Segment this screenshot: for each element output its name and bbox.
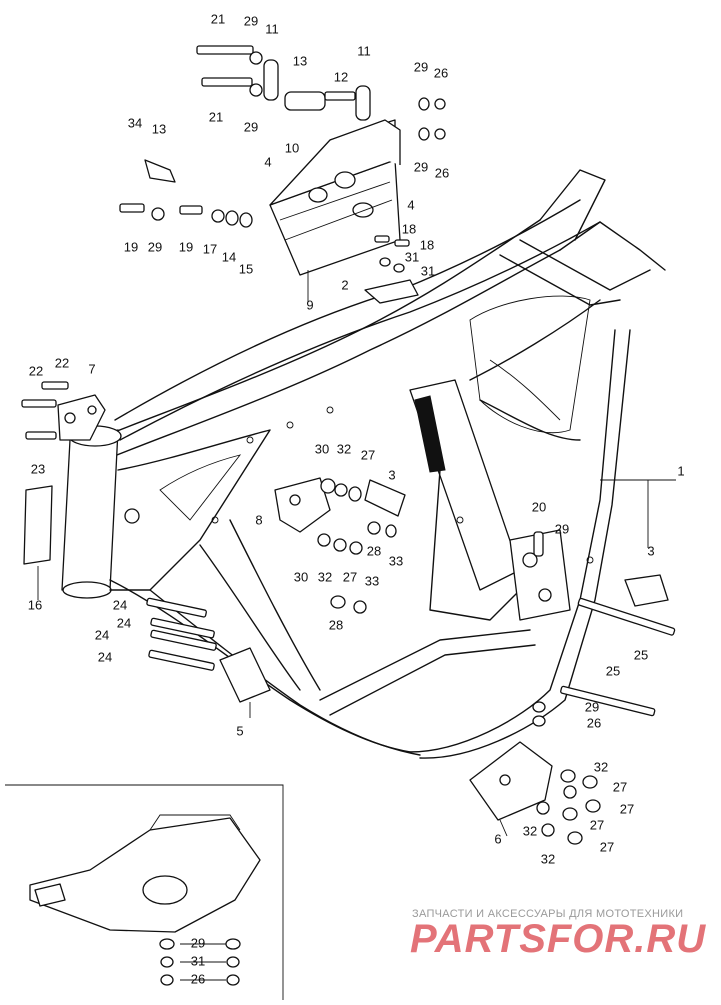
callout-27: 27	[590, 817, 604, 832]
callout-32: 32	[541, 851, 555, 866]
callout-32: 32	[523, 823, 537, 838]
callout-32: 32	[594, 759, 608, 774]
callout-27: 27	[620, 801, 634, 816]
callout-5: 5	[236, 723, 243, 738]
callout-11: 11	[265, 21, 279, 36]
callout-13: 13	[152, 121, 166, 136]
callout-29: 29	[555, 521, 569, 536]
callout-21: 21	[211, 11, 225, 26]
callout-2: 2	[341, 277, 348, 292]
callout-24: 24	[117, 615, 131, 630]
inset-detail	[5, 784, 284, 1000]
callout-19: 19	[124, 239, 138, 254]
callout-3: 3	[388, 467, 395, 482]
callout-26: 26	[434, 65, 448, 80]
callout-18: 18	[402, 221, 416, 236]
callout-29: 29	[414, 159, 428, 174]
callout-26: 26	[587, 715, 601, 730]
callout-30: 30	[294, 569, 308, 584]
callout-29: 29	[585, 699, 599, 714]
callout-11: 11	[357, 43, 371, 58]
watermark-brand: PARTSFOR.RU	[410, 917, 706, 961]
front-lower-bolts	[146, 597, 271, 703]
callout-20: 20	[532, 499, 546, 514]
callout-25: 25	[606, 663, 620, 678]
rear-fasteners	[532, 531, 676, 727]
callout-31: 31	[405, 249, 419, 264]
callout-29: 29	[244, 13, 258, 28]
callout-17: 17	[203, 241, 217, 256]
callout-25: 25	[634, 647, 648, 662]
callout-29: 29	[191, 935, 205, 950]
callout-14: 14	[222, 249, 236, 264]
callout-33: 33	[389, 553, 403, 568]
callout-34: 34	[128, 115, 142, 130]
callout-15: 15	[239, 261, 253, 276]
label-16	[23, 485, 53, 565]
callout-31: 31	[191, 953, 205, 968]
callout-12: 12	[334, 69, 348, 84]
callout-22: 22	[55, 355, 69, 370]
callout-31: 31	[421, 263, 435, 278]
callout-24: 24	[95, 627, 109, 642]
callout-4: 4	[264, 154, 271, 169]
callout-13: 13	[293, 53, 307, 68]
callout-33: 33	[365, 573, 379, 588]
callout-24: 24	[113, 597, 127, 612]
callout-4: 4	[407, 197, 414, 212]
callout-7: 7	[88, 361, 95, 376]
watermark: ЗАПЧАСТИ И АКСЕССУАРЫ ДЛЯ МОТОТЕХНИКИ PA…	[410, 908, 706, 961]
engine-hanger-8	[274, 477, 406, 614]
bracket-2	[364, 279, 419, 304]
callout-29: 29	[414, 59, 428, 74]
callout-16: 16	[28, 597, 42, 612]
callout-8: 8	[255, 512, 262, 527]
callout-29: 29	[148, 239, 162, 254]
callout-32: 32	[337, 441, 351, 456]
callout-27: 27	[613, 779, 627, 794]
callout-6: 6	[494, 831, 501, 846]
engine-hanger-7	[21, 381, 106, 441]
battery-box	[269, 119, 401, 276]
leader-lines	[37, 270, 676, 981]
callout-26: 26	[191, 971, 205, 986]
callout-27: 27	[343, 569, 357, 584]
callout-28: 28	[367, 543, 381, 558]
callout-24: 24	[98, 649, 112, 664]
callout-32: 32	[318, 569, 332, 584]
callout-29: 29	[244, 119, 258, 134]
callout-27: 27	[600, 839, 614, 854]
callout-10: 10	[285, 140, 299, 155]
callout-1: 1	[677, 463, 684, 478]
callout-26: 26	[435, 165, 449, 180]
callout-22: 22	[29, 363, 43, 378]
callout-23: 23	[31, 461, 45, 476]
watermark-tagline: ЗАПЧАСТИ И АКСЕССУАРЫ ДЛЯ МОТОТЕХНИКИ	[412, 908, 683, 920]
callout-19: 19	[179, 239, 193, 254]
callout-9: 9	[306, 297, 313, 312]
callout-18: 18	[420, 237, 434, 252]
callout-3: 3	[647, 543, 654, 558]
callout-27: 27	[361, 447, 375, 462]
engine-hanger-6	[469, 741, 601, 845]
callout-30: 30	[315, 441, 329, 456]
frame-assembly	[61, 169, 666, 759]
callout-28: 28	[329, 617, 343, 632]
top-fasteners	[119, 45, 446, 273]
callout-21: 21	[209, 109, 223, 124]
